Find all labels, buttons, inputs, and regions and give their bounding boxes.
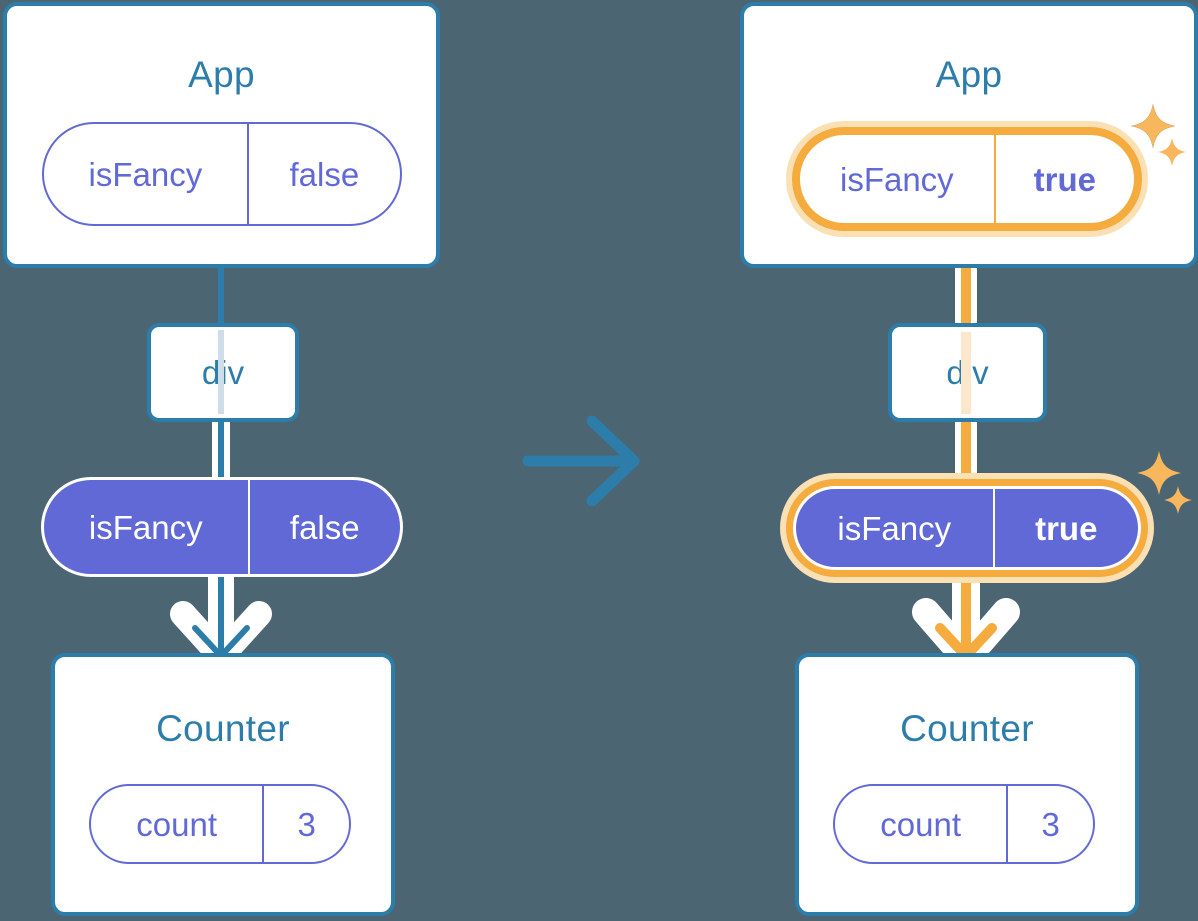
app-prop-value-after: true xyxy=(993,135,1134,223)
app-prop-pill-after[interactable]: isFancy true xyxy=(798,133,1136,225)
app-prop-name-after: isFancy xyxy=(839,160,954,198)
wire-div-to-pill-before xyxy=(218,415,224,495)
prop-pill-name-after: isFancy xyxy=(837,509,952,547)
wire-div-to-pill-after xyxy=(961,415,971,495)
wire-ghost-inside-div-after xyxy=(961,332,971,414)
counter-state-pill-before[interactable]: count 3 xyxy=(89,784,351,864)
prop-pill-before[interactable]: isFancy false xyxy=(41,477,403,577)
sparkle-small-top-icon xyxy=(1158,138,1186,166)
prop-pill-name-before: isFancy xyxy=(88,508,203,546)
app-card-title-before: App xyxy=(188,54,255,95)
counter-state-value-before: 3 xyxy=(262,786,349,862)
app-prop-pill-before[interactable]: isFancy false xyxy=(42,122,402,226)
prop-pill-value-after: true xyxy=(992,489,1138,567)
counter-card-before: Counter xyxy=(51,653,395,916)
counter-state-value-after: 3 xyxy=(1006,786,1093,862)
counter-state-name-after: count xyxy=(880,805,962,843)
counter-state-pill-after[interactable]: count 3 xyxy=(833,784,1095,864)
app-prop-name-before: isFancy xyxy=(88,155,203,193)
wire-ghost-inside-div-before xyxy=(218,330,224,414)
counter-card-title-after: Counter xyxy=(900,708,1034,749)
wire-app-to-div-before xyxy=(218,200,224,340)
transition-arrow-icon xyxy=(522,415,640,507)
wire-app-to-div-after xyxy=(961,210,971,345)
prop-pill-after[interactable]: isFancy true xyxy=(793,486,1141,570)
sparkle-small-bottom-icon xyxy=(1164,486,1192,514)
prop-pill-value-before: false xyxy=(247,480,400,574)
sparkle-large-top-icon xyxy=(1131,104,1175,148)
app-card-title-after: App xyxy=(935,54,1003,95)
counter-card-title-before: Counter xyxy=(156,708,290,749)
sparkle-large-bottom-icon xyxy=(1137,451,1181,495)
app-prop-value-before: false xyxy=(246,124,400,224)
counter-state-name-before: count xyxy=(136,805,218,843)
